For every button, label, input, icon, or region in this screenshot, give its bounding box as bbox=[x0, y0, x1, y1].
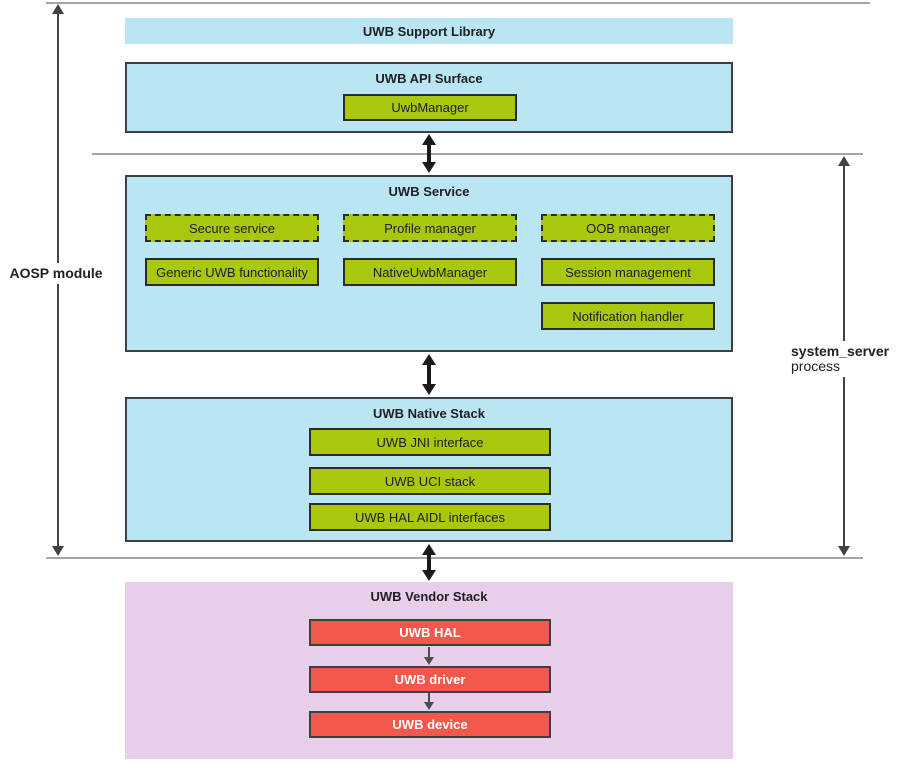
uwb-vendor-stack-title: UWB Vendor Stack bbox=[370, 589, 488, 604]
arrow-up-icon bbox=[838, 156, 850, 166]
driver-to-device-arrow-icon bbox=[424, 693, 434, 710]
arrow-up-icon bbox=[422, 544, 436, 555]
uwb-native-stack-box: UWB Native Stack UWB JNI interface UWB U… bbox=[125, 397, 733, 542]
uwb-hal-module: UWB HAL bbox=[309, 619, 551, 646]
arrow-down-icon bbox=[424, 702, 434, 710]
uwb-hal-aidl-interfaces-module: UWB HAL AIDL interfaces bbox=[309, 503, 551, 531]
uwb-service-title: UWB Service bbox=[388, 184, 470, 199]
aosp-module-label: AOSP module bbox=[8, 263, 104, 284]
uwb-driver-module: UWB driver bbox=[309, 666, 551, 693]
native-vendor-double-arrow-icon bbox=[422, 544, 436, 581]
system-server-label-line1: system_server bbox=[791, 343, 890, 359]
arrow-down-icon bbox=[52, 546, 64, 556]
service-native-double-arrow-icon bbox=[422, 354, 436, 395]
session-management-module: Session management bbox=[541, 258, 715, 286]
uwb-native-stack-title: UWB Native Stack bbox=[373, 406, 485, 421]
arrow-down-icon bbox=[424, 657, 434, 665]
system-server-process-label: system_server process bbox=[791, 341, 890, 377]
arrow-down-icon bbox=[422, 570, 436, 581]
top-boundary-line bbox=[46, 2, 870, 4]
uwb-support-library-bar: UWB Support Library bbox=[125, 18, 733, 44]
uwb-device-module: UWB device bbox=[309, 711, 551, 738]
uwb-api-surface-box: UWB API Surface UwbManager bbox=[125, 62, 733, 133]
hal-to-driver-arrow-icon bbox=[424, 647, 434, 665]
arrow-up-icon bbox=[52, 4, 64, 14]
uwbmanager-module: UwbManager bbox=[343, 94, 517, 121]
arrow-up-icon bbox=[422, 134, 436, 145]
generic-uwb-functionality-module: Generic UWB functionality bbox=[145, 258, 319, 286]
arrow-down-icon bbox=[422, 162, 436, 173]
uwb-jni-interface-module: UWB JNI interface bbox=[309, 428, 551, 456]
system-server-label-line2: process bbox=[791, 358, 841, 374]
uwb-service-box: UWB Service Secure service Profile manag… bbox=[125, 175, 733, 352]
arrow-down-icon bbox=[838, 546, 850, 556]
uwb-uci-stack-module: UWB UCI stack bbox=[309, 467, 551, 495]
secure-service-module: Secure service bbox=[145, 214, 319, 242]
nativeuwbmanager-module: NativeUwbManager bbox=[343, 258, 517, 286]
uwb-api-surface-title: UWB API Surface bbox=[375, 71, 483, 86]
arrow-down-icon bbox=[422, 384, 436, 395]
arrow-up-icon bbox=[422, 354, 436, 365]
vendor-boundary-line bbox=[46, 557, 863, 559]
notification-handler-module: Notification handler bbox=[541, 302, 715, 330]
uwb-vendor-stack-box: UWB Vendor Stack UWB HAL UWB driver UWB … bbox=[125, 582, 733, 759]
oob-manager-module: OOB manager bbox=[541, 214, 715, 242]
profile-manager-module: Profile manager bbox=[343, 214, 517, 242]
system-server-boundary-line bbox=[92, 153, 863, 155]
uwb-support-library-label: UWB Support Library bbox=[362, 23, 496, 39]
api-service-double-arrow-icon bbox=[422, 134, 436, 173]
